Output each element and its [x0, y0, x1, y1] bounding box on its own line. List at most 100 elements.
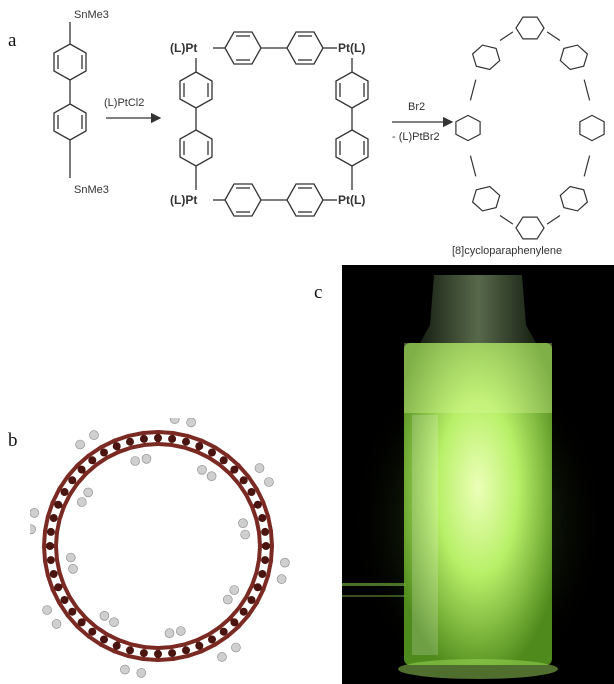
carbon-atom — [100, 635, 108, 644]
bond — [67, 481, 80, 497]
carbon-atom — [54, 500, 63, 509]
hydrogen-atom — [42, 605, 52, 615]
bond — [42, 544, 47, 563]
bond — [207, 624, 223, 637]
bond — [117, 638, 134, 647]
bond — [250, 570, 259, 587]
bond — [182, 445, 199, 454]
bond — [257, 544, 262, 562]
reactant-biphenyl — [53, 22, 87, 178]
product-bond — [546, 31, 561, 41]
hydrogen-atom — [89, 430, 99, 440]
bond — [117, 445, 134, 454]
product-bond — [583, 155, 591, 177]
carbon-atom — [54, 583, 63, 592]
bond — [261, 573, 271, 592]
bond — [93, 624, 109, 637]
carbon-atom — [139, 434, 148, 443]
bond — [142, 645, 160, 650]
carbon-atom — [46, 527, 55, 536]
bond — [257, 530, 262, 548]
bond — [213, 445, 230, 458]
cuvette-reflection — [398, 659, 558, 679]
bond — [61, 583, 72, 599]
carbon-atom — [112, 442, 121, 451]
carbon-atom — [182, 646, 190, 655]
product-bond — [499, 31, 514, 41]
bond — [43, 558, 50, 578]
carbon-atom — [258, 570, 267, 578]
product-bond — [583, 79, 591, 101]
bond — [228, 471, 241, 486]
panel-letter-b: b — [8, 430, 18, 451]
carbon-atom — [195, 442, 204, 451]
carbon-atom — [126, 437, 134, 446]
bond — [42, 529, 47, 548]
bond — [57, 505, 66, 522]
bond — [261, 500, 271, 519]
hydrogen-atom — [99, 611, 110, 621]
carbon-atom — [77, 618, 86, 627]
bond — [129, 642, 147, 650]
hydrogen-atom — [83, 487, 94, 498]
bond — [225, 624, 241, 639]
bond — [236, 613, 251, 629]
hydrogen-atom — [206, 471, 217, 482]
bond — [54, 544, 59, 562]
reaction-scheme: SnMe3 SnMe3 (L)PtCl2 — [53, 9, 605, 257]
carbon-atom — [219, 456, 228, 465]
carbon-atom — [208, 635, 216, 644]
carbon-atom — [46, 542, 54, 550]
bond — [199, 642, 217, 654]
product-bond — [499, 215, 514, 225]
bond — [185, 649, 204, 659]
product-bond — [469, 155, 477, 177]
product-ring — [579, 114, 605, 142]
bond — [250, 505, 259, 522]
reactant-bottom-label: SnMe3 — [74, 184, 109, 196]
bond — [112, 649, 131, 659]
bond — [156, 645, 174, 650]
bond — [45, 573, 55, 592]
bond — [83, 463, 98, 476]
carbon-atom — [68, 607, 77, 616]
reactant-top-label: SnMe3 — [74, 9, 109, 21]
carbon-atom — [139, 649, 148, 658]
bond — [86, 445, 103, 458]
bond — [269, 529, 274, 548]
bond — [195, 632, 211, 643]
bond — [65, 463, 80, 479]
hydrogen-atom — [280, 557, 290, 568]
product-ring — [515, 16, 545, 40]
hydrogen-atom — [229, 585, 239, 595]
bond — [213, 634, 230, 647]
product-ring — [515, 216, 545, 240]
bond — [254, 487, 266, 505]
carbon-atom — [88, 627, 97, 636]
bond — [75, 624, 91, 639]
bond — [170, 654, 190, 661]
bond — [266, 514, 273, 534]
platinum-macrocycle — [179, 31, 369, 217]
bond — [156, 657, 175, 662]
hydrogen-atom — [136, 668, 147, 678]
bond — [54, 517, 62, 535]
hydrogen-atom — [130, 456, 140, 466]
product-ring — [455, 114, 481, 142]
hydrogen-atom — [120, 664, 130, 675]
reagent-1-label: (L)PtCl2 — [104, 97, 144, 109]
carbon-atom — [195, 641, 204, 650]
carbon-atom — [262, 542, 270, 550]
carbon-atom — [46, 556, 55, 565]
hydrogen-atom — [75, 439, 85, 450]
bond — [169, 442, 187, 450]
product-ring — [471, 44, 501, 71]
pt-label-top-right: Pt(L) — [338, 41, 365, 55]
bond — [126, 654, 146, 661]
bond — [195, 449, 211, 460]
product-bond — [546, 215, 561, 225]
carbon-atom — [261, 527, 270, 536]
carbon-atom — [77, 465, 86, 474]
hydrogen-atom — [217, 652, 227, 662]
carbon-atom — [258, 514, 267, 522]
